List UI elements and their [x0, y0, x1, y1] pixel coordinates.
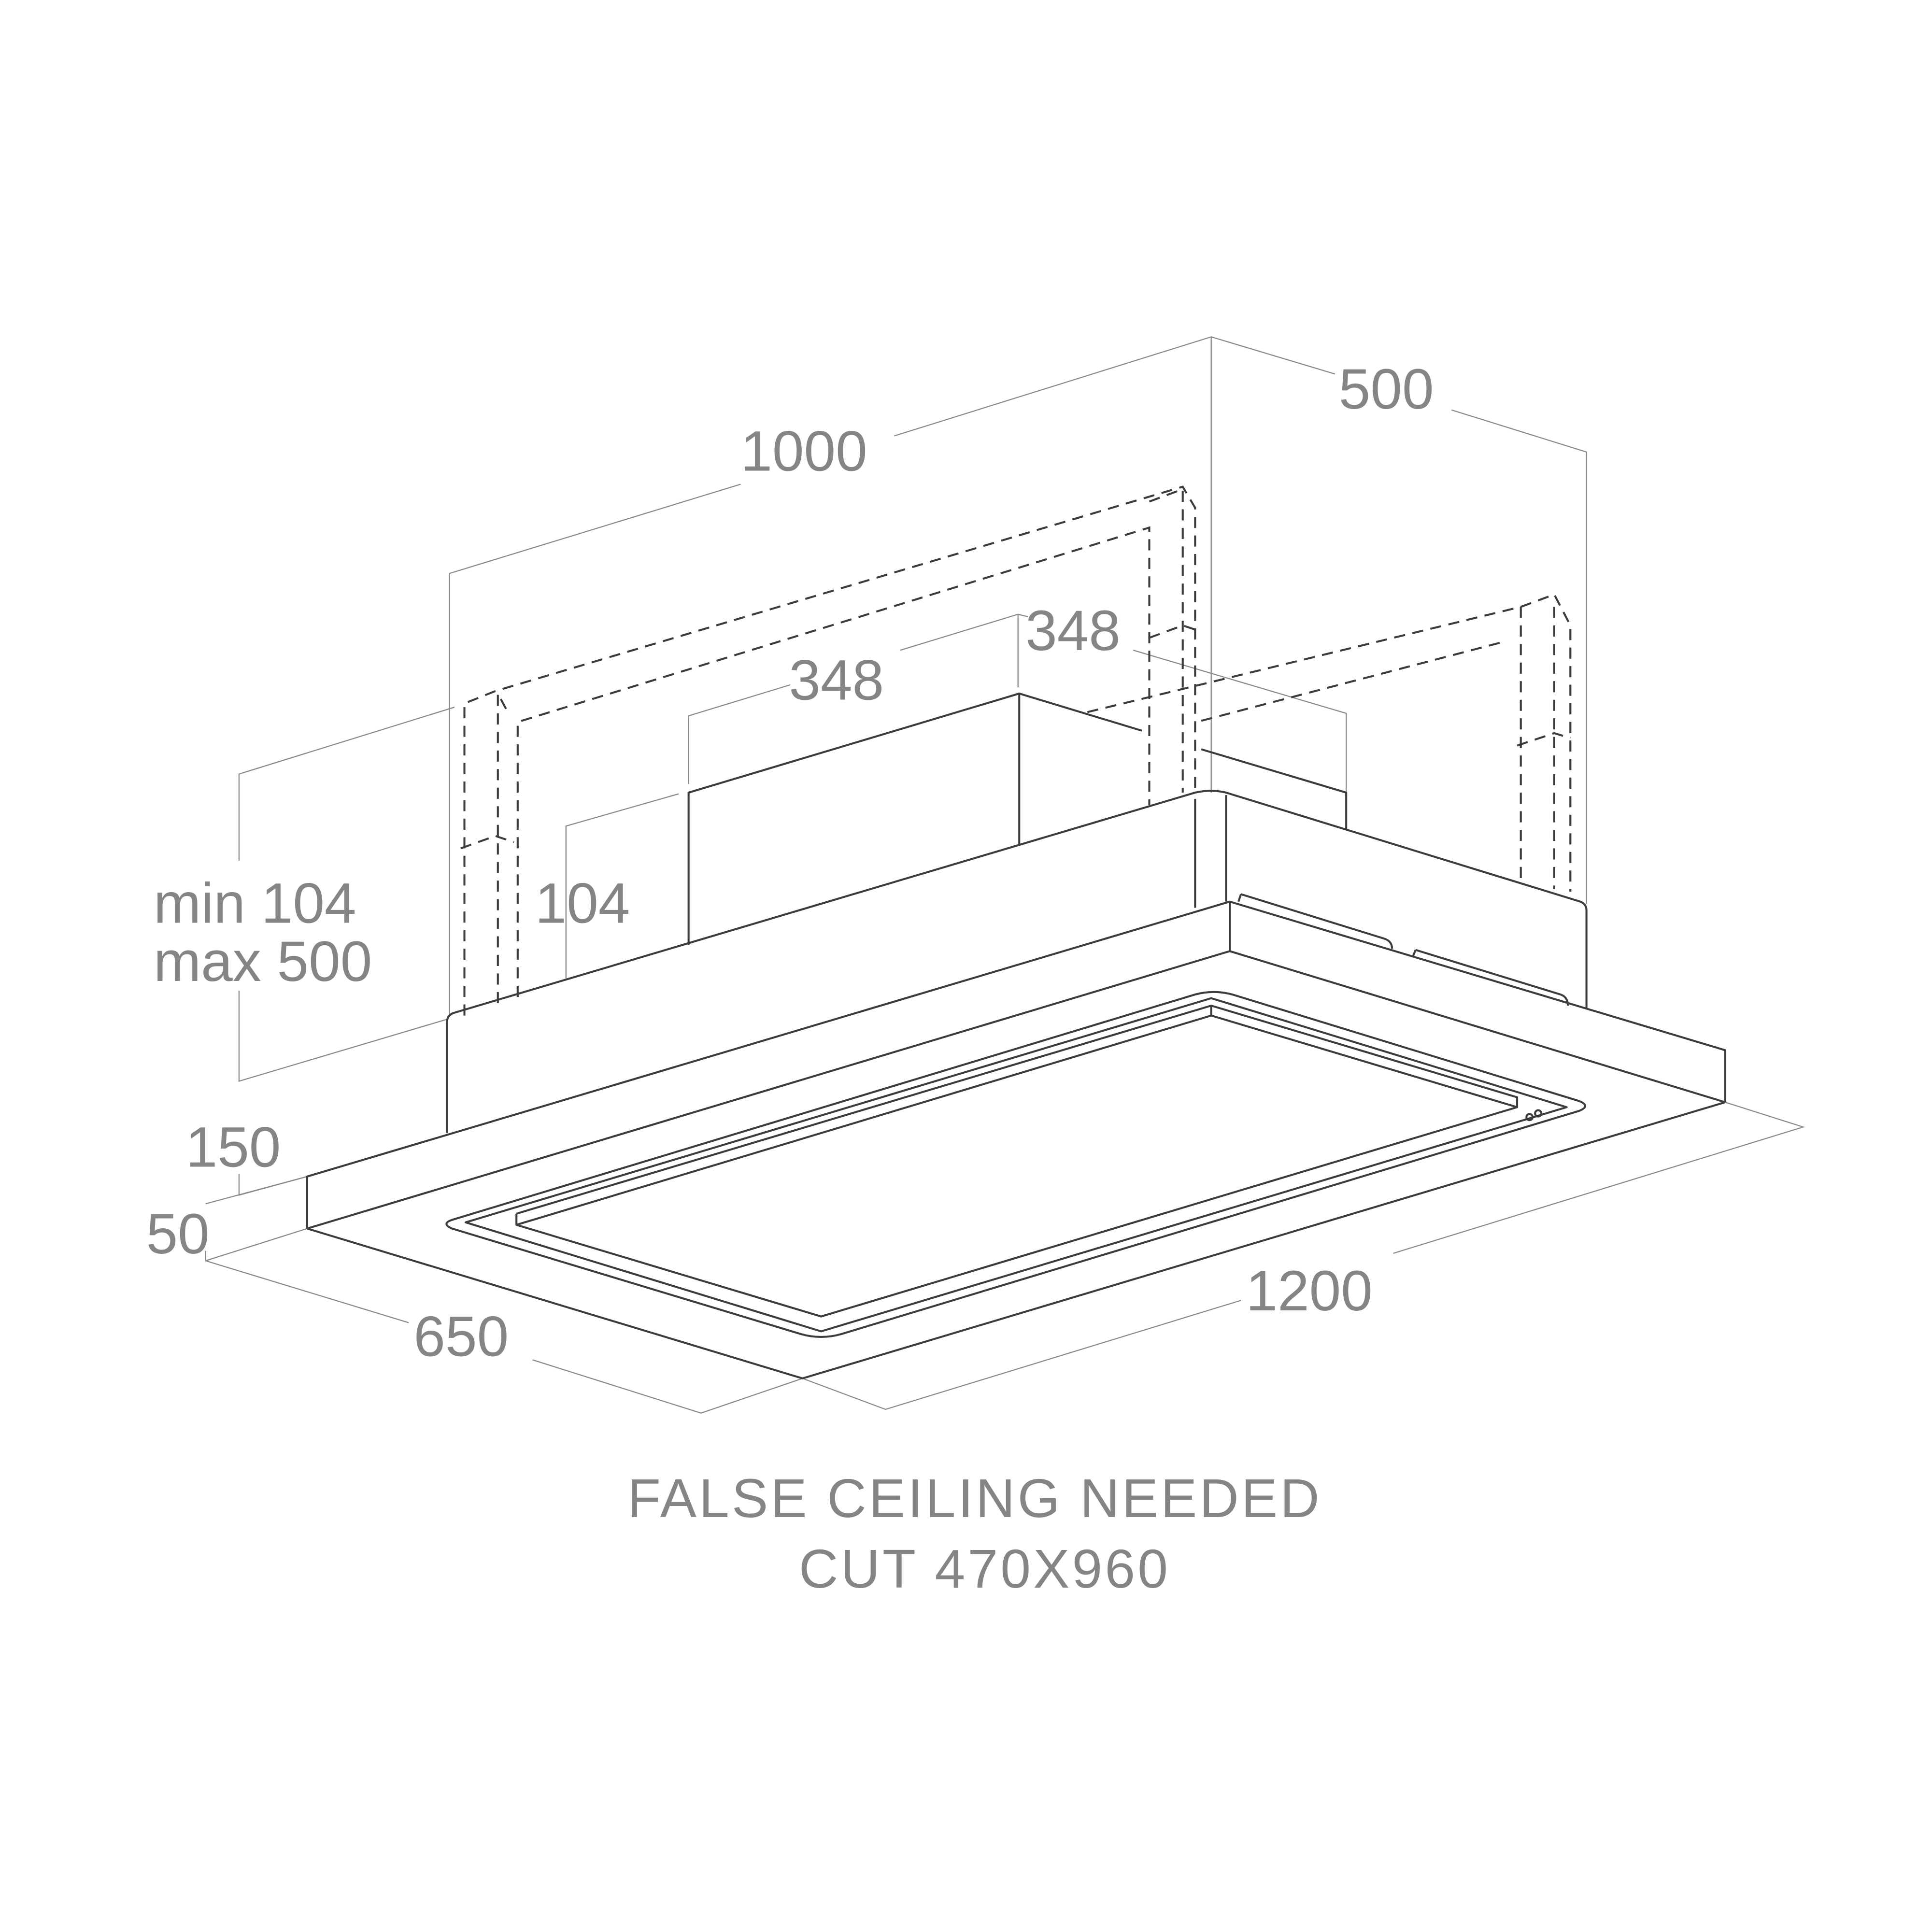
dim-min-104: min 104 [154, 871, 356, 935]
dim-50: 50 [146, 1202, 210, 1265]
hood-body [446, 790, 1588, 1134]
dim-150: 150 [186, 1115, 281, 1179]
motor-box [687, 692, 1348, 945]
dimension-lines [205, 336, 1805, 1414]
dim-104: 104 [535, 871, 630, 935]
caption-false-ceiling: FALSE CEILING NEEDED [627, 1468, 1322, 1529]
ceiling-frame [306, 900, 1726, 1379]
duct-outline-dashed [460, 485, 1572, 1016]
dim-max-500: max 500 [154, 929, 372, 993]
dim-500: 500 [1339, 357, 1434, 421]
dim-348-right: 348 [1025, 598, 1121, 662]
dim-1000: 1000 [740, 419, 867, 483]
dim-348-left: 348 [789, 648, 884, 712]
dim-650: 650 [413, 1305, 509, 1368]
dim-1200: 1200 [1246, 1259, 1372, 1322]
caption-cut-size: CUT 470X960 [799, 1538, 1170, 1599]
